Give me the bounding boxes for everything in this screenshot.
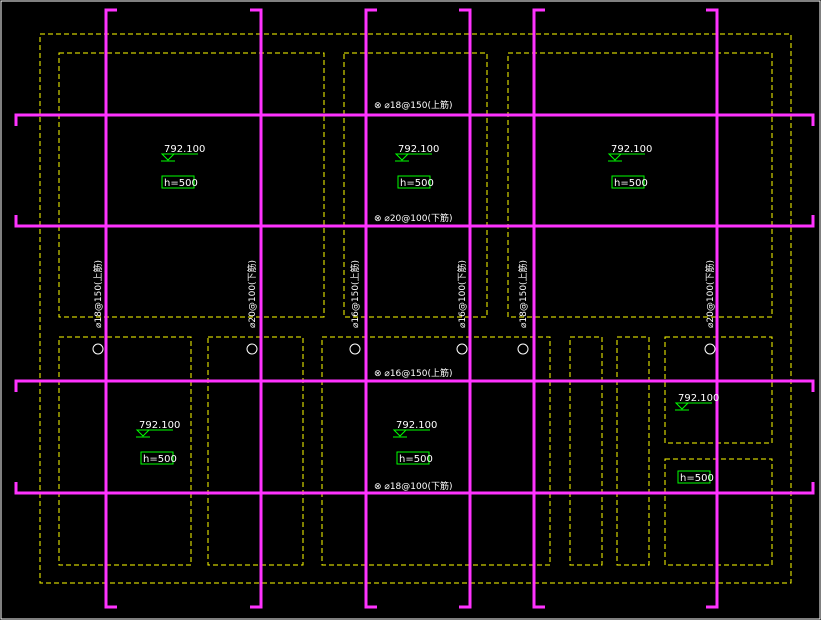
foundation-outlines [39, 33, 792, 584]
elevation-symbol-icon [392, 429, 408, 438]
elevation-label: 792.100 [611, 144, 652, 155]
pit-outline-bottom-1 [58, 336, 192, 566]
rebar-h-top-lower [14, 215, 815, 228]
thickness-box [677, 470, 711, 484]
pit-outline-bottom-3 [321, 336, 551, 566]
rebar-h-top-upper [14, 113, 815, 126]
thickness-box [161, 175, 195, 189]
elevation-label: 792.100 [678, 393, 719, 404]
horizontal-rebar-labels: ⊗ ⌀18@150(上筋) ⊗ ⌀20@100(下筋) ⊗ ⌀16@150(上筋… [374, 99, 452, 492]
outer-foundation-outline [39, 33, 792, 584]
rebar-v-col3-left [532, 8, 545, 609]
axis-marker-col1-right [246, 343, 258, 355]
rebar-label-bottom-row-bottom: ⊗ ⌀18@100(下筋) [374, 480, 452, 492]
elevation-label: 792.100 [398, 144, 439, 155]
elevation-symbol-icon [160, 153, 176, 162]
pit-outline-bottom-2 [207, 336, 304, 566]
pit-outline-top-middle [343, 52, 488, 318]
rebar-label-col1-right: ⌀20@100(下筋) [246, 260, 258, 328]
rebar-label-col2-right: ⌀16@100(下筋) [456, 260, 468, 328]
elevation-label: 792.100 [396, 420, 437, 431]
elevation-symbol-icon [674, 402, 690, 411]
pit-outline-top-left [58, 52, 325, 318]
rebar-v-col2-right [459, 8, 472, 609]
thickness-label: h=500 [143, 454, 177, 465]
pit-outline-top-right [507, 52, 773, 318]
rebar-label-bottom-row-top: ⊗ ⌀16@150(上筋) [374, 367, 452, 379]
rebar-h-bottom-upper [14, 379, 815, 392]
rebar-label-col1-left: ⌀18@150(上筋) [92, 260, 104, 328]
thickness-label: h=500 [399, 454, 433, 465]
vertical-rebar-labels: ⌀18@150(上筋) ⌀20@100(下筋) ⌀16@150(上筋) ⌀16@… [92, 260, 716, 355]
elevation-label: 792.100 [139, 420, 180, 431]
rebar-label-col3-left: ⌀18@150(上筋) [517, 260, 529, 328]
thickness-box [396, 451, 430, 465]
thickness-box [140, 451, 174, 465]
elevation-label: 792.100 [164, 144, 205, 155]
rebar-label-top-row-top: ⊗ ⌀18@150(上筋) [374, 99, 452, 111]
pit-outline-bottom-5 [616, 336, 650, 566]
thickness-box [397, 175, 431, 189]
axis-marker-col3-left [517, 343, 529, 355]
rebar-label-col2-left: ⌀16@150(上筋) [349, 260, 361, 328]
rebar-h-bottom-lower [14, 482, 815, 495]
rebar-v-col1-right [250, 8, 263, 609]
thickness-label: h=500 [614, 178, 648, 189]
pit-outline-bottom-4 [569, 336, 603, 566]
rebar-v-col2-left [364, 8, 377, 609]
thickness-label: h=500 [164, 178, 198, 189]
rebar-v-col1-left [104, 8, 117, 609]
rebar-label-top-row-bottom: ⊗ ⌀20@100(下筋) [374, 212, 452, 224]
rebar-label-col3-right: ⌀20@100(下筋) [704, 260, 716, 328]
elevation-symbol-icon [607, 153, 623, 162]
axis-marker-col3-right [704, 343, 716, 355]
rebar-v-col3-right [706, 8, 719, 609]
pit-annotations: 792.100 h=500 792.100 h=500 792.100 h=500 792.… [135, 144, 719, 484]
elevation-symbol-icon [135, 429, 151, 438]
thickness-box [611, 175, 645, 189]
rebar-lines [14, 8, 815, 609]
axis-marker-col2-left [349, 343, 361, 355]
axis-marker-col1-left [92, 343, 104, 355]
thickness-label: h=500 [400, 178, 434, 189]
thickness-label: h=500 [680, 473, 714, 484]
elevation-symbol-icon [394, 153, 410, 162]
axis-marker-col2-right [456, 343, 468, 355]
